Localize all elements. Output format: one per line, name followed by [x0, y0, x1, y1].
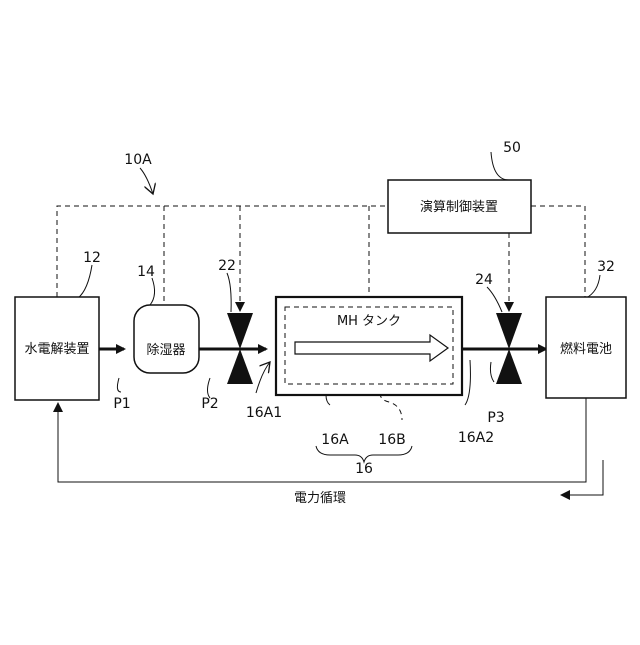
label-32: 32 — [597, 259, 615, 275]
dehumidifier — [134, 305, 199, 373]
tank-group-brace — [316, 446, 412, 462]
label-50: 50 — [503, 140, 521, 156]
leader-P3 — [490, 362, 494, 382]
leader-16A2 — [465, 360, 470, 405]
label-16: 16 — [355, 461, 373, 477]
label-P2: P2 — [201, 396, 218, 412]
leader-14 — [150, 278, 155, 305]
valve-22-top — [227, 313, 253, 349]
label-14: 14 — [137, 264, 155, 280]
fuel-cell-label: 燃料電池 — [560, 341, 612, 357]
leader-10A — [140, 168, 153, 194]
label-24: 24 — [475, 272, 493, 288]
leader-16A — [326, 395, 330, 405]
power-cycle-label: 電力循環 — [294, 491, 346, 506]
label-16B: 16B — [378, 432, 405, 448]
power-cycle-direction-arrow — [562, 460, 603, 495]
tank-label: MH タンク — [337, 314, 401, 329]
valve-24-bottom — [496, 349, 522, 384]
leader-22 — [227, 273, 231, 312]
leader-P1 — [117, 378, 121, 392]
label-P3: P3 — [487, 410, 504, 426]
valve-24-top — [496, 313, 522, 349]
label-16A2: 16A2 — [458, 430, 494, 446]
label-16A: 16A — [321, 432, 349, 448]
signal-line-fuel-cell — [531, 206, 585, 297]
leader-50 — [491, 152, 509, 180]
signal-line-main — [57, 206, 388, 297]
label-16A1: 16A1 — [246, 405, 282, 421]
controller-label: 演算制御装置 — [420, 199, 498, 215]
leader-P2 — [208, 378, 211, 398]
leader-32 — [586, 275, 600, 298]
label-22: 22 — [218, 258, 236, 274]
label-12: 12 — [83, 250, 101, 266]
leader-16A1 — [256, 362, 270, 393]
label-P1: P1 — [113, 396, 130, 412]
label-10A: 10A — [124, 152, 152, 168]
leader-12 — [78, 265, 92, 298]
electrolyzer-label: 水電解装置 — [24, 342, 89, 357]
leader-24 — [487, 287, 502, 312]
dehumidifier-label: 除湿器 — [146, 343, 185, 358]
valve-22-bottom — [227, 349, 253, 384]
